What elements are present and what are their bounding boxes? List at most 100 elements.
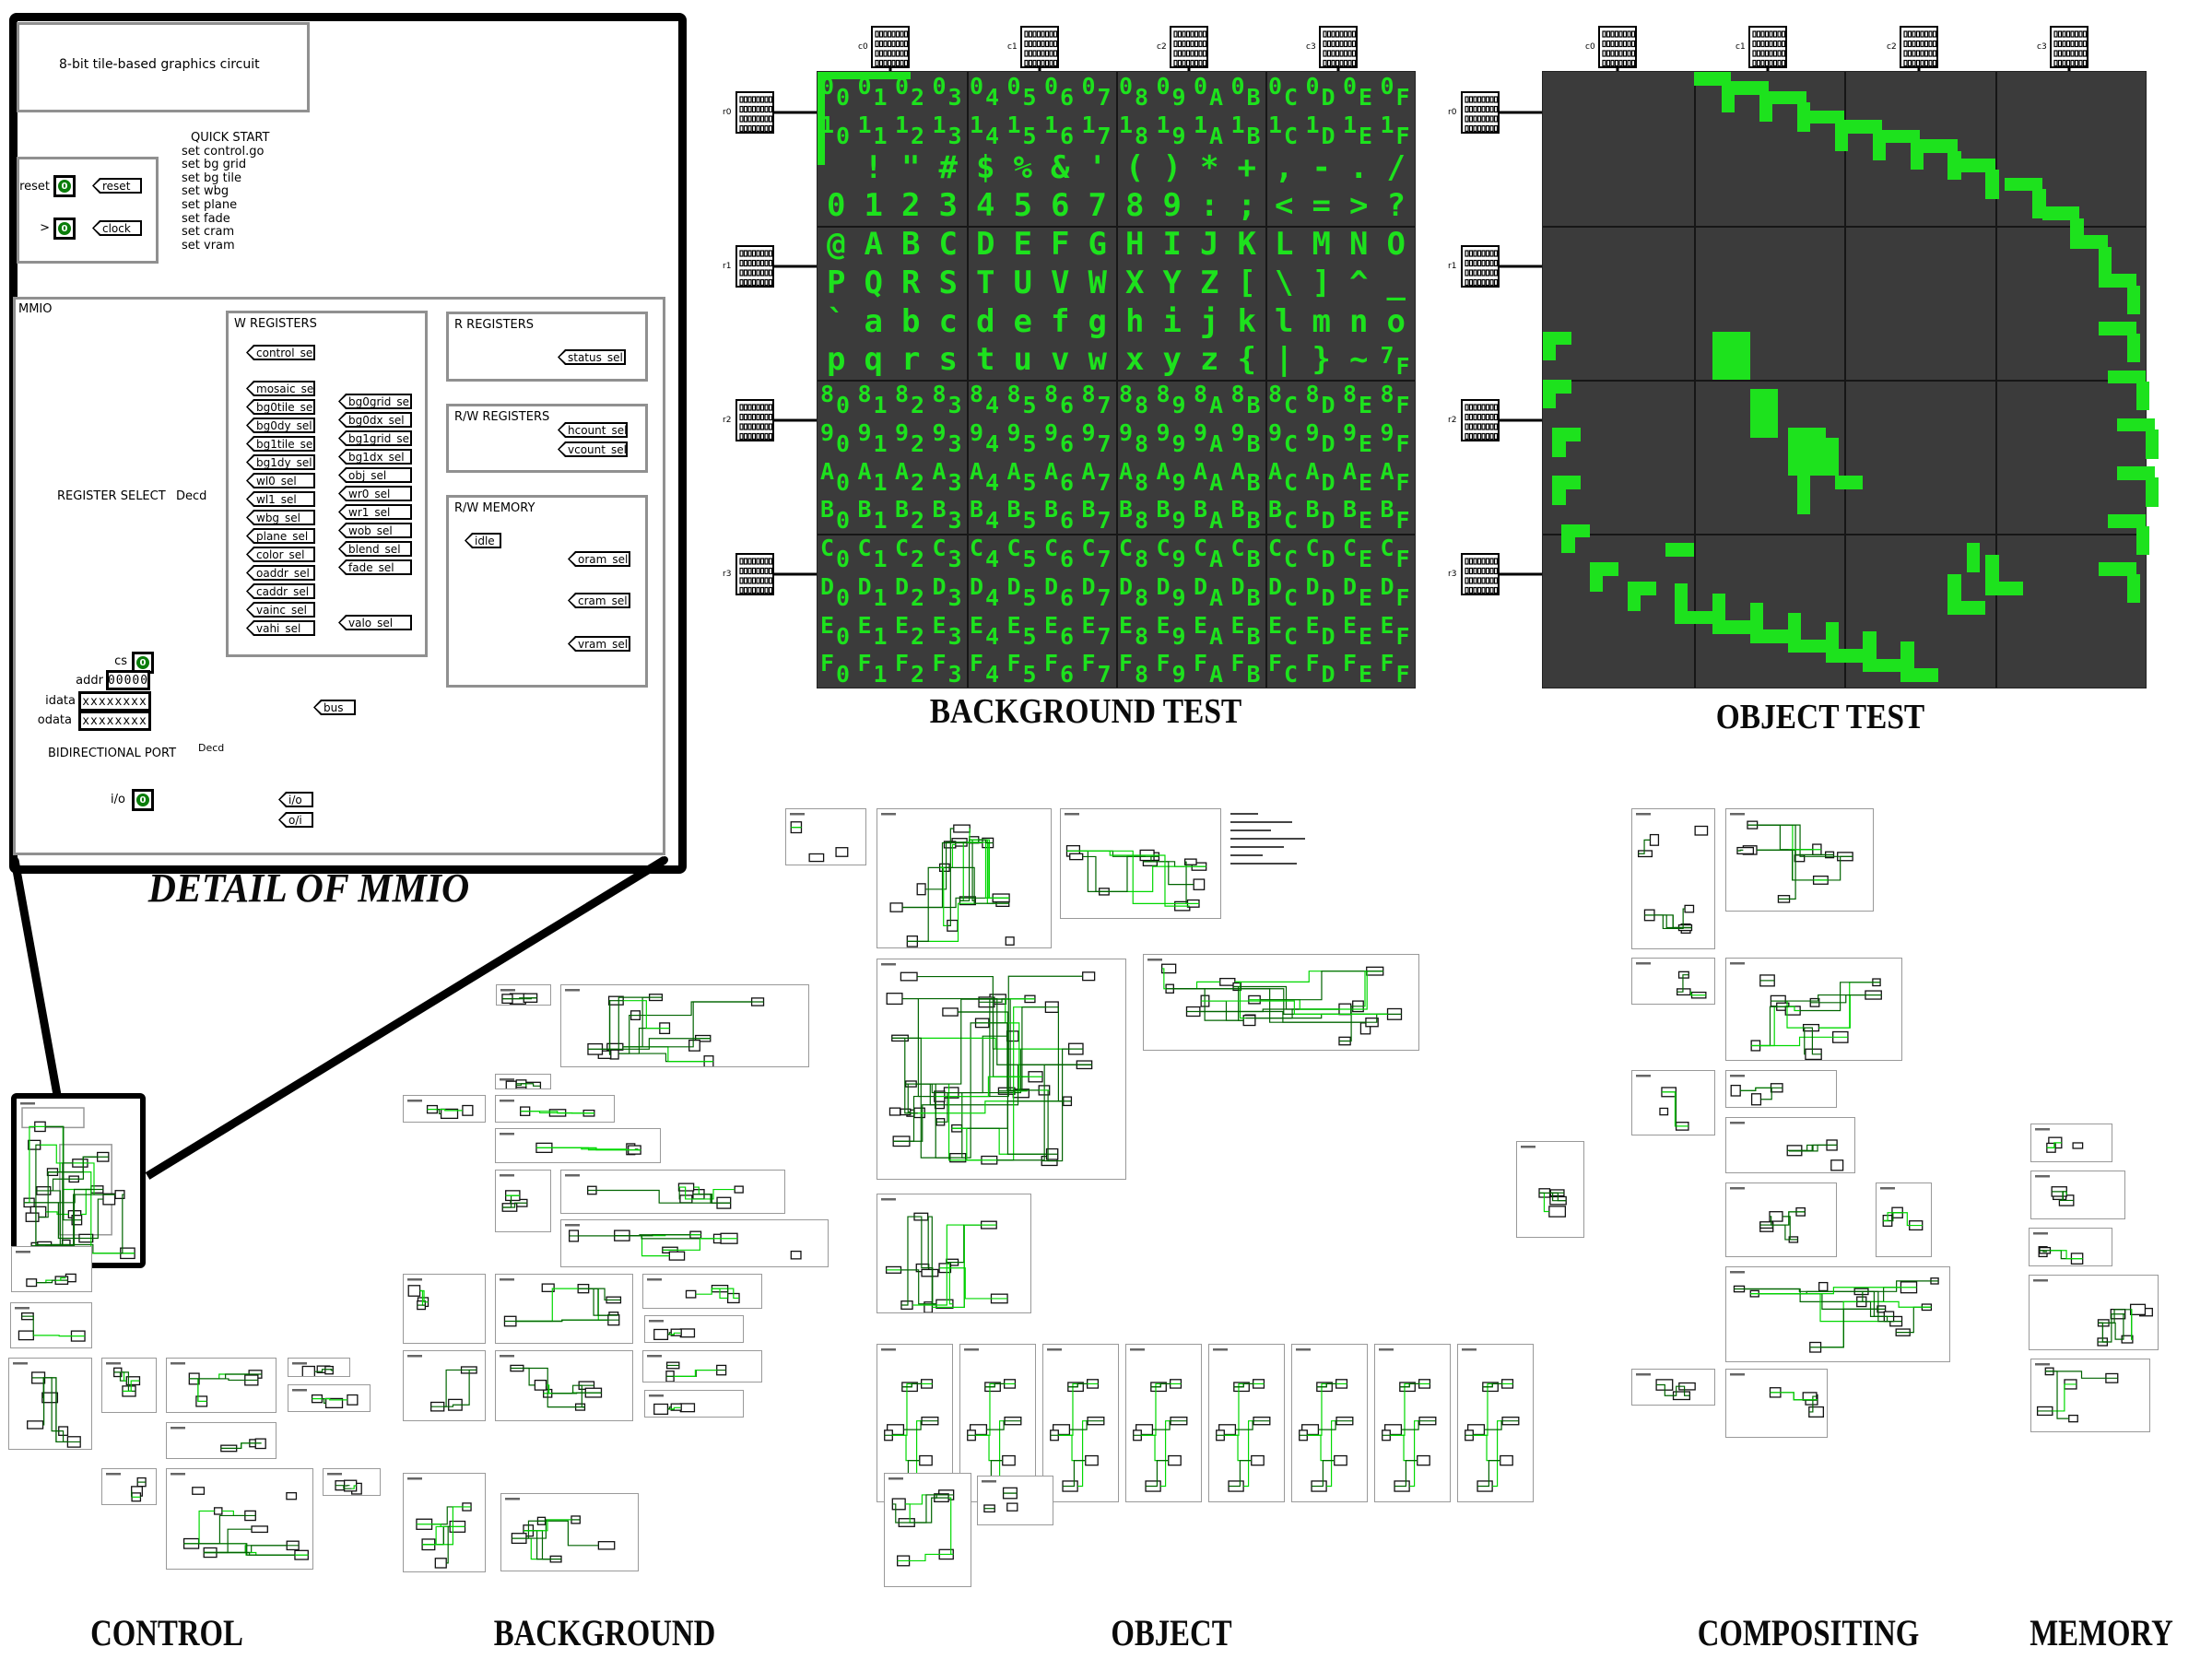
circuit-cluster[interactable] bbox=[977, 1476, 1053, 1525]
w-register-bg1dy_sel[interactable]: bg1dy_sel bbox=[246, 454, 315, 470]
w-register-plane_sel[interactable]: plane_sel bbox=[246, 528, 315, 544]
circuit-cluster[interactable] bbox=[642, 1274, 762, 1309]
idle-tag[interactable]: idle bbox=[465, 533, 501, 548]
rw-register-hcount_sel[interactable]: hcount_sel bbox=[558, 422, 628, 438]
mmio-overview-box[interactable] bbox=[11, 1093, 146, 1268]
circuit-cluster[interactable] bbox=[1631, 1369, 1715, 1406]
w-register-caddr_sel[interactable]: caddr_sel bbox=[246, 583, 315, 599]
w-register-bg0tile_sel[interactable]: bg0tile_sel bbox=[246, 399, 315, 415]
circuit-cluster[interactable] bbox=[403, 1274, 486, 1344]
circuit-cluster[interactable] bbox=[884, 1473, 971, 1587]
idata-value-field[interactable]: xxxxxxxx bbox=[78, 691, 151, 712]
w-register-bg1grid_sel[interactable]: bg1grid_sel bbox=[338, 430, 412, 446]
circuit-cluster[interactable] bbox=[1725, 1182, 1837, 1257]
w-register-wbg_sel[interactable]: wbg_sel bbox=[246, 510, 315, 525]
circuit-cluster[interactable] bbox=[166, 1358, 276, 1413]
circuit-cluster[interactable] bbox=[101, 1358, 157, 1413]
circuit-cluster[interactable] bbox=[1725, 1266, 1950, 1362]
w-register-wr0_sel[interactable]: wr0_sel bbox=[338, 486, 412, 501]
circuit-cluster[interactable] bbox=[1516, 1141, 1584, 1238]
circuit-cluster[interactable] bbox=[495, 1074, 551, 1089]
circuit-cluster[interactable] bbox=[560, 984, 809, 1067]
w-register-mosaic_sel[interactable]: mosaic_sel bbox=[246, 381, 315, 396]
circuit-cluster[interactable] bbox=[288, 1358, 350, 1377]
circuit-cluster[interactable] bbox=[560, 1219, 829, 1267]
clock-tag[interactable]: clock bbox=[92, 220, 142, 236]
io-tag[interactable]: i/o bbox=[278, 792, 313, 807]
circuit-cluster[interactable] bbox=[1725, 1070, 1837, 1108]
reset-tag[interactable]: reset bbox=[92, 178, 142, 194]
circuit-cluster[interactable] bbox=[101, 1468, 157, 1505]
circuit-cluster[interactable] bbox=[1631, 958, 1715, 1005]
circuit-cluster[interactable] bbox=[11, 1246, 92, 1292]
w-register-control_sel[interactable]: control_sel bbox=[246, 345, 315, 360]
circuit-cluster[interactable] bbox=[644, 1390, 744, 1418]
w-register-bg1tile_sel[interactable]: bg1tile_sel bbox=[246, 436, 315, 452]
addr-value-field[interactable]: 00000 bbox=[106, 670, 150, 690]
w-register-wob_sel[interactable]: wob_sel bbox=[338, 523, 412, 538]
w-register-color_sel[interactable]: color_sel bbox=[246, 547, 315, 562]
reset-input-pin[interactable]: 0 bbox=[53, 175, 76, 197]
circuit-cluster[interactable] bbox=[403, 1473, 486, 1572]
oi-tag[interactable]: o/i bbox=[278, 812, 313, 828]
circuit-cluster[interactable] bbox=[495, 1274, 633, 1344]
circuit-cluster[interactable] bbox=[1374, 1344, 1451, 1502]
circuit-cluster[interactable] bbox=[1725, 1117, 1855, 1173]
circuit-cluster[interactable] bbox=[323, 1468, 381, 1496]
mem-oram_sel[interactable]: oram_sel bbox=[568, 551, 630, 567]
w-register-bg0grid_sel[interactable]: bg0grid_sel bbox=[338, 394, 412, 409]
w-register-fade_sel[interactable]: fade_sel bbox=[338, 559, 412, 575]
io-input-pin[interactable]: 0 bbox=[132, 789, 154, 811]
mem-vram_sel[interactable]: vram_sel bbox=[568, 636, 630, 652]
w-register-valo_sel[interactable]: valo_sel bbox=[338, 615, 412, 630]
w-register-wl1_sel[interactable]: wl1_sel bbox=[246, 491, 315, 507]
w-register-bg0dx_sel[interactable]: bg0dx_sel bbox=[338, 412, 412, 428]
circuit-cluster[interactable] bbox=[1143, 954, 1419, 1051]
circuit-cluster[interactable] bbox=[10, 1302, 92, 1348]
circuit-cluster[interactable] bbox=[1725, 1369, 1828, 1438]
circuit-cluster[interactable] bbox=[403, 1350, 486, 1421]
w-register-vahi_sel[interactable]: vahi_sel bbox=[246, 620, 315, 636]
circuit-cluster[interactable] bbox=[877, 1194, 1031, 1313]
circuit-cluster[interactable] bbox=[495, 1095, 615, 1123]
circuit-cluster[interactable] bbox=[785, 808, 866, 865]
circuit-cluster[interactable] bbox=[166, 1422, 276, 1459]
circuit-cluster[interactable] bbox=[166, 1468, 313, 1570]
clock-input-pin[interactable]: 0 bbox=[53, 218, 76, 240]
w-register-bg0dy_sel[interactable]: bg0dy_sel bbox=[246, 418, 315, 433]
circuit-cluster[interactable] bbox=[496, 984, 551, 1006]
circuit-cluster[interactable] bbox=[1725, 958, 1902, 1061]
rw-register-vcount_sel[interactable]: vcount_sel bbox=[558, 441, 628, 457]
circuit-cluster[interactable] bbox=[495, 1170, 551, 1232]
circuit-cluster[interactable] bbox=[2029, 1275, 2159, 1350]
r-register-status_sel[interactable]: status_sel bbox=[558, 349, 626, 365]
odata-value-field[interactable]: xxxxxxxx bbox=[78, 711, 151, 731]
circuit-cluster[interactable] bbox=[877, 808, 1052, 948]
bus-tag[interactable]: bus bbox=[313, 700, 356, 715]
circuit-cluster[interactable] bbox=[1457, 1344, 1534, 1502]
circuit-cluster[interactable] bbox=[495, 1128, 661, 1163]
circuit-cluster[interactable] bbox=[560, 1170, 785, 1214]
w-register-wr1_sel[interactable]: wr1_sel bbox=[338, 504, 412, 520]
w-register-blend_sel[interactable]: blend_sel bbox=[338, 541, 412, 557]
circuit-cluster[interactable] bbox=[2029, 1228, 2112, 1266]
circuit-cluster[interactable] bbox=[1125, 1344, 1202, 1502]
w-register-oaddr_sel[interactable]: oaddr_sel bbox=[246, 565, 315, 581]
circuit-cluster[interactable] bbox=[2030, 1359, 2150, 1432]
circuit-cluster[interactable] bbox=[1042, 1344, 1119, 1502]
circuit-cluster[interactable] bbox=[1631, 1070, 1715, 1135]
circuit-cluster[interactable] bbox=[1208, 1344, 1285, 1502]
circuit-cluster[interactable] bbox=[1725, 808, 1874, 912]
circuit-cluster[interactable] bbox=[403, 1095, 486, 1123]
circuit-cluster[interactable] bbox=[288, 1384, 371, 1412]
circuit-cluster[interactable] bbox=[500, 1493, 639, 1571]
circuit-cluster[interactable] bbox=[495, 1350, 633, 1421]
w-register-wl0_sel[interactable]: wl0_sel bbox=[246, 473, 315, 488]
circuit-cluster[interactable] bbox=[2030, 1124, 2112, 1162]
circuit-cluster[interactable] bbox=[644, 1315, 744, 1343]
mem-cram_sel[interactable]: cram_sel bbox=[568, 593, 630, 608]
w-register-obj_sel[interactable]: obj_sel bbox=[338, 467, 412, 483]
circuit-cluster[interactable] bbox=[8, 1358, 92, 1450]
circuit-cluster[interactable] bbox=[1876, 1182, 1932, 1257]
circuit-cluster[interactable] bbox=[642, 1350, 762, 1382]
